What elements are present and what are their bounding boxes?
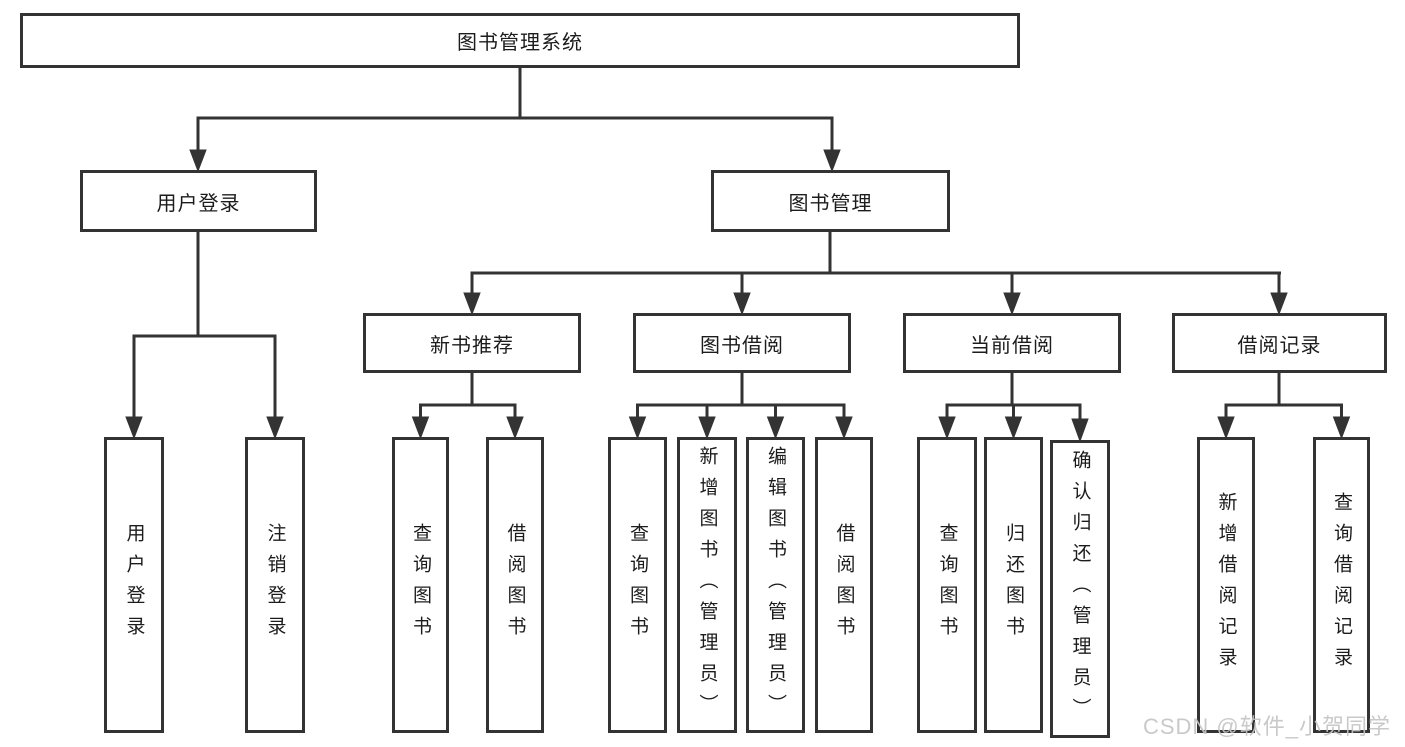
- node-book-management: 图书管理: [711, 170, 950, 232]
- leaf-borrow-edit-books-admin-label: 编辑图书（管理员）: [765, 445, 786, 725]
- node-root: 图书管理系统: [20, 13, 1020, 68]
- leaf-logout: 注销登录: [245, 437, 305, 733]
- node-borrow-records: 借阅记录: [1172, 313, 1387, 373]
- node-current-borrow-label: 当前借阅: [970, 334, 1054, 357]
- leaf-current-query-books: 查询图书: [917, 437, 977, 733]
- connector-user-login-to-leaves: [125, 232, 284, 440]
- leaf-records-add-record-label: 新增借阅记录: [1215, 492, 1237, 678]
- leaf-borrow-borrow-books: 借阅图书: [815, 437, 873, 733]
- node-book-borrow: 图书借阅: [633, 313, 851, 373]
- watermark-text: CSDN @软件_小贺同学: [1142, 714, 1391, 739]
- leaf-current-query-books-label: 查询图书: [936, 523, 958, 647]
- leaf-borrow-add-books-admin-label: 新增图书（管理员）: [696, 445, 718, 725]
- connector-book-management-to-level3: [463, 232, 1288, 316]
- leaf-borrow-query-books-label: 查询图书: [627, 523, 648, 647]
- node-borrow-records-label: 借阅记录: [1237, 334, 1322, 357]
- node-current-borrow: 当前借阅: [903, 313, 1121, 373]
- node-new-book-recommend: 新书推荐: [363, 313, 581, 373]
- node-book-borrow-label: 图书借阅: [700, 334, 784, 357]
- node-new-book-recommend-label: 新书推荐: [430, 334, 514, 357]
- leaf-newrec-borrow-books-label: 借阅图书: [504, 523, 526, 647]
- leaf-current-confirm-return-admin: 确认归还（管理员）: [1050, 440, 1110, 738]
- leaf-user-login: 用户登录: [104, 437, 164, 733]
- leaf-current-return-books: 归还图书: [984, 437, 1043, 733]
- node-user-login: 用户登录: [80, 170, 317, 232]
- connector-root-to-level2: [189, 68, 841, 173]
- leaf-records-add-record: 新增借阅记录: [1197, 437, 1255, 733]
- node-user-login-label: 用户登录: [156, 192, 241, 215]
- leaf-current-return-books-label: 归还图书: [1003, 523, 1024, 647]
- leaf-newrec-borrow-books: 借阅图书: [486, 437, 544, 733]
- connector-borrow-records-to-leaves: [1217, 373, 1351, 440]
- leaf-logout-label: 注销登录: [264, 523, 286, 647]
- connector-current-borrow-to-leaves: [938, 373, 1089, 443]
- leaf-current-confirm-return-admin-label: 确认归还（管理员）: [1069, 449, 1091, 729]
- node-root-label: 图书管理系统: [457, 32, 583, 54]
- leaf-records-query-record-label: 查询借阅记录: [1331, 492, 1352, 678]
- leaf-user-login-label: 用户登录: [123, 523, 145, 647]
- leaf-borrow-edit-books-admin: 编辑图书（管理员）: [746, 437, 805, 733]
- leaf-newrec-query-books-label: 查询图书: [410, 523, 431, 647]
- leaf-borrow-add-books-admin: 新增图书（管理员）: [677, 437, 737, 733]
- leaf-records-query-record: 查询借阅记录: [1313, 437, 1370, 733]
- leaf-newrec-query-books: 查询图书: [392, 437, 449, 733]
- connector-new-book-recommend-to-leaves: [411, 373, 524, 440]
- leaf-borrow-borrow-books-label: 借阅图书: [833, 523, 855, 647]
- connector-book-borrow-to-leaves: [628, 373, 853, 440]
- node-book-management-label: 图书管理: [788, 192, 873, 215]
- leaf-borrow-query-books: 查询图书: [608, 437, 667, 733]
